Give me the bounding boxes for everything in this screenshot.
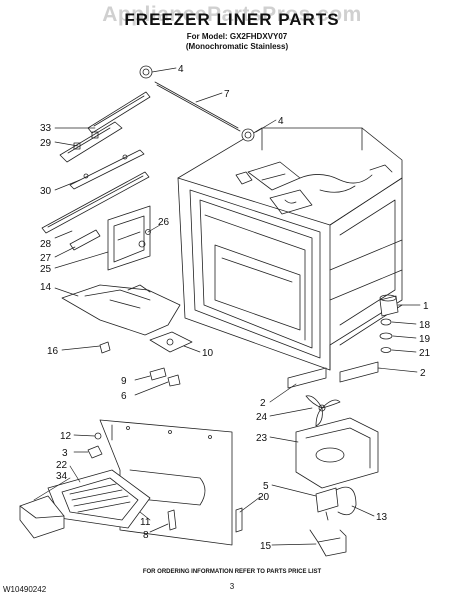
part-30-slide-rail	[69, 149, 145, 190]
part-3-grommet	[87, 445, 103, 459]
callout-20: 20	[258, 492, 270, 503]
callout-3: 3	[62, 448, 68, 459]
callout-12: 12	[60, 431, 72, 442]
part-4-grommet-top	[139, 65, 153, 79]
part-20-strip	[235, 507, 243, 533]
part-28-rail	[41, 171, 150, 234]
callout-25: 25	[40, 264, 52, 275]
callout-13: 13	[376, 512, 388, 523]
watermark: AppliancePartsPros.com	[102, 3, 362, 26]
part-25-side-panel	[107, 205, 151, 271]
callout-22: 22	[56, 460, 68, 471]
ordering-note: FOR ORDERING INFORMATION REFER TO PARTS …	[142, 569, 322, 575]
callout-18: 18	[419, 320, 431, 331]
part-1-light-socket	[379, 294, 399, 317]
model-info: For Model: GX2FHDXVY07 (Monochromatic St…	[0, 32, 464, 52]
part-2-foam-strip-left	[287, 367, 327, 389]
callout-21: 21	[419, 348, 431, 359]
callout-5: 5	[263, 481, 269, 492]
page-title: FREEZER LINER PARTS	[124, 10, 340, 29]
part-15-motor-bracket	[309, 529, 347, 557]
callout-9: 9	[121, 376, 127, 387]
part-19-ring	[379, 332, 393, 340]
page-number: 3	[229, 582, 235, 591]
part-9-thermistor	[149, 367, 167, 381]
part-12-screw	[94, 432, 102, 440]
callout-14: 14	[40, 282, 52, 293]
part-6-clip	[167, 374, 181, 387]
callout-1: 1	[423, 301, 429, 312]
part-8-tab	[167, 509, 177, 531]
callout-2-left: 2	[260, 398, 266, 409]
part-16-clip	[99, 341, 111, 354]
callout-26: 26	[158, 217, 170, 228]
callout-15: 15	[260, 541, 272, 552]
callout-34: 34	[56, 471, 68, 482]
part-26-screw	[145, 229, 151, 235]
callout-numbers: 4 7 4 33 29 30 26 28 27 25 14 1 18 19 21…	[40, 64, 431, 552]
part-23-fan-housing	[295, 417, 379, 489]
part-2-foam-strip-right	[339, 361, 379, 383]
callout-28: 28	[40, 239, 52, 250]
part-34-cover	[19, 495, 65, 539]
callout-24: 24	[256, 412, 268, 423]
document-id: W10490242	[3, 585, 47, 594]
part-18-bulb	[380, 318, 392, 326]
callout-6: 6	[121, 391, 127, 402]
finish-line: (Monochromatic Stainless)	[185, 42, 289, 51]
part-10-foam-pad	[149, 331, 193, 353]
callout-2-right: 2	[420, 368, 426, 379]
part-24-fan-blade	[305, 395, 341, 427]
freezer-liner	[177, 127, 403, 371]
callout-27: 27	[40, 253, 52, 264]
callout-10: 10	[202, 348, 214, 359]
callout-16: 16	[47, 346, 59, 357]
callout-29: 29	[40, 138, 52, 149]
callout-30: 30	[40, 186, 52, 197]
callout-4-top: 4	[178, 64, 184, 75]
callout-11: 11	[140, 517, 151, 528]
callout-4-mid: 4	[278, 116, 284, 127]
callout-23: 23	[256, 433, 268, 444]
part-33-rail-cover	[87, 91, 151, 134]
part-7-rod	[154, 81, 241, 132]
model-line: For Model: GX2FHDXVY07	[186, 32, 288, 41]
part-14-duct-cover	[61, 284, 181, 336]
part-29-rail-bracket	[59, 121, 123, 163]
part-13-fan-motor	[315, 486, 357, 521]
callout-19: 19	[419, 334, 431, 345]
callout-7: 7	[224, 89, 230, 100]
callout-33: 33	[40, 123, 52, 134]
callout-8: 8	[143, 530, 149, 541]
leader-lines	[33, 67, 421, 546]
part-21-washer	[380, 347, 392, 353]
part-4-grommet-mid	[241, 128, 255, 142]
